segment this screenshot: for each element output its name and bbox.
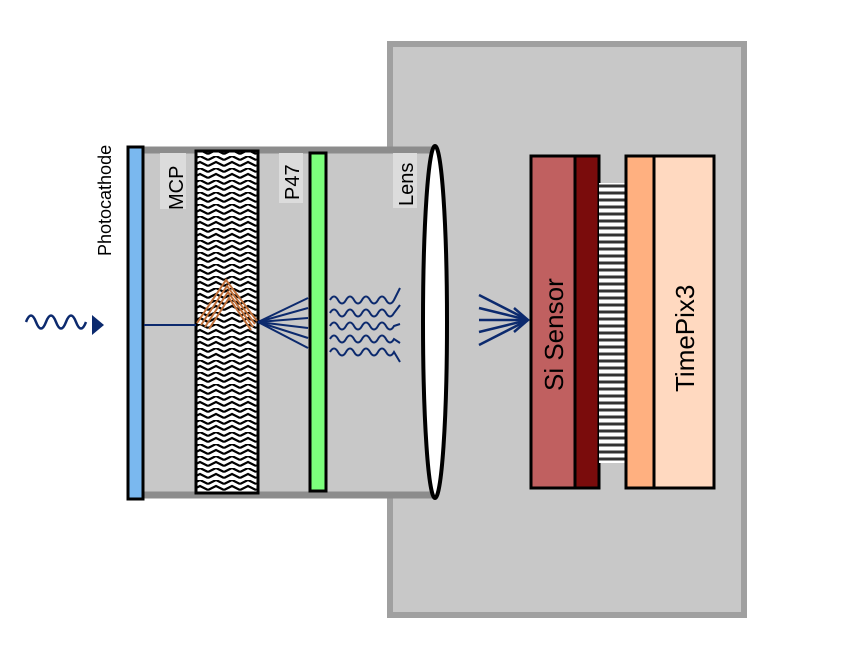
- timepix3-interface-layer: [624, 154, 656, 490]
- lens-label-bg: [393, 153, 417, 208]
- lens-label: Lens: [396, 163, 418, 206]
- phosphor-light-rays: [329, 287, 401, 363]
- photocathode-label: Photocathode: [95, 145, 115, 256]
- timepix3-chip: [652, 154, 716, 490]
- electron-cascade: [196, 278, 258, 331]
- mcp-label: MCP: [166, 166, 188, 210]
- si-sensor: [529, 154, 577, 490]
- incoming-photon: [24, 314, 104, 335]
- lens: [421, 144, 449, 500]
- bump-bonds: [599, 183, 626, 463]
- mcp-label-bg: [160, 153, 186, 209]
- p47-label-bg: [279, 153, 303, 203]
- electron-fan: [257, 297, 309, 349]
- p47-phosphor-screen: [308, 151, 328, 493]
- focused-light: [478, 293, 530, 347]
- si-sensor-backplane: [573, 154, 601, 490]
- photocathode-plate: [126, 145, 145, 501]
- si-sensor-label: Si Sensor: [539, 278, 569, 391]
- p47-label: P47: [282, 164, 304, 200]
- timepix3-label: TimePix3: [670, 285, 700, 392]
